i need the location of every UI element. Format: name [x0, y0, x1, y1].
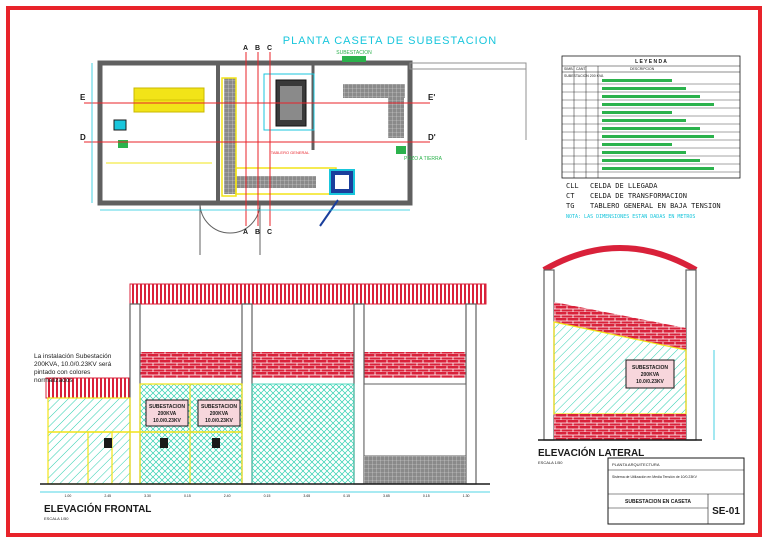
legend-table: L E Y E N D A SIMB. CANT. DESCRIPCION SU…: [561, 55, 741, 220]
legend-row-text: [602, 119, 686, 122]
side-sign: [625, 359, 675, 389]
pozo-note: POZO A TIERRA: [404, 156, 443, 162]
abbr-text-2: CELDA DE TRANSFORMACION: [590, 192, 687, 200]
front-dim-label: 1.30: [463, 494, 470, 498]
front-sign-2-line-3: 10.0/0.23KV: [205, 418, 233, 424]
legend-row-text: [602, 135, 714, 138]
axis-label-a: A: [243, 45, 248, 52]
titleblock-plano: SUBESTACION EN CASETA: [625, 499, 691, 505]
front-sign-1: [145, 399, 189, 427]
front-scale: ESCALA 1/50: [44, 516, 69, 521]
tablero-note: TABLERO GENERAL: [271, 150, 310, 155]
legend-row-text: [602, 103, 714, 106]
front-sign-1-line-1: SUBESTACION: [149, 404, 185, 410]
front-dim-label: 0.15: [184, 494, 191, 498]
front-dim-label: 0.15: [343, 494, 350, 498]
plan-title: PLANTA CASETA DE SUBESTACION: [283, 35, 497, 47]
titleblock-row-1: PLANTA ARQUITECTURA: [612, 462, 660, 467]
side-sign-line-2: 200KVA: [641, 372, 660, 378]
abbr-code-1: CLL: [566, 182, 579, 190]
side-caption: ELEVACIÓN LATERAL: [538, 446, 644, 459]
front-dim-label: 1.00: [65, 494, 72, 498]
front-dim-label: 0.15: [264, 494, 271, 498]
title-block: PLANTA ARQUITECTURA Sistema de Utilizaci…: [607, 457, 745, 525]
front-brick-band: [140, 352, 476, 378]
front-note-line-2: 200KVA, 10.0/0.23KV será: [34, 361, 112, 368]
legend-row-text: [602, 167, 714, 170]
legend-header-cant: CANT.: [576, 67, 586, 71]
front-note-line-3: pintado con colores: [34, 369, 91, 376]
legend-row-text: [602, 143, 672, 146]
front-sign-2-line-1: SUBESTACION: [201, 404, 237, 410]
titleblock-row-2: Sistema de Utilización en Media Tensión …: [612, 475, 698, 479]
front-caption: ELEVACIÓN FRONTAL: [44, 502, 151, 515]
abbr-code-3: TG: [566, 202, 574, 210]
axis-label-b: B: [255, 45, 260, 52]
abbr-text-1: CELDA DE LLEGADA: [590, 182, 658, 190]
legend-row-text: [602, 151, 686, 154]
side-sign-line-1: SUBESTACION: [632, 365, 668, 371]
legend-row-text: [602, 127, 700, 130]
legend-row-text: [602, 79, 672, 82]
legend-note: NOTA: LAS DIMENSIONES ESTAN DADAS EN MET…: [566, 214, 695, 220]
front-dim-label: 3.65: [303, 494, 310, 498]
front-roof: [129, 283, 487, 305]
abbr-text-3: TABLERO GENERAL EN BAJA TENSION: [590, 202, 721, 210]
axis-label-e-prime: E': [428, 93, 435, 102]
front-elevation: SUBESTACION 200KVA 10.0/0.23KV SUBESTACI…: [34, 283, 490, 521]
axis-label-d: D: [80, 133, 86, 142]
front-sign-2-line-2: 200KVA: [210, 411, 229, 417]
front-dim-label: 3.65: [383, 494, 390, 498]
axis-label-c: C: [267, 45, 272, 52]
side-sign-line-3: 10.0/0.23KV: [636, 379, 664, 385]
legend-group: SUBESTACION 200 KVA: [564, 74, 604, 78]
sheet-code: SE-01: [712, 506, 740, 517]
side-elevation: SUBESTACION 200KVA 10.0/0.23KV ELEVACIÓN…: [538, 245, 715, 465]
front-dim-label: 2.45: [104, 494, 111, 498]
front-note-line-4: normalizados: [34, 377, 73, 384]
legend-row-text: [602, 111, 672, 114]
legend-row-text: [602, 159, 700, 162]
front-dim-label: 2.40: [224, 494, 231, 498]
plan-outer-wall: [97, 60, 413, 206]
axis-label-d-prime: D': [428, 133, 436, 142]
legend-abbreviations: CLL CELDA DE LLEGADA CT CELDA DE TRANSFO…: [566, 182, 721, 220]
plan-cell-box: [329, 169, 355, 195]
legend-row-text: [602, 87, 686, 90]
legend-row-text: [602, 95, 700, 98]
abbr-code-2: CT: [566, 192, 575, 200]
front-sign-1-line-2: 200KVA: [158, 411, 177, 417]
side-scale: ESCALA 1/50: [538, 460, 563, 465]
legend-title: L E Y E N D A: [635, 59, 667, 65]
front-sign-2: [197, 399, 241, 427]
legend-header-desc: DESCRIPCION: [630, 67, 655, 71]
plan-view: PLANTA CASETA DE SUBESTACION POZO A TIER…: [80, 35, 527, 255]
front-dim-label: 0.15: [423, 494, 430, 498]
side-roof-arch: [542, 245, 698, 273]
legend-header-simbolo: SIMB.: [564, 67, 574, 71]
front-sign-1-line-3: 10.0/0.23KV: [153, 418, 181, 424]
front-dim-label: 3.30: [144, 494, 151, 498]
axis-label-e: E: [80, 93, 86, 102]
cable-trench: [224, 78, 236, 194]
substation-tag: SUBESTACION: [336, 50, 372, 56]
svg-text:C: C: [267, 229, 272, 236]
sheet-border: [6, 6, 762, 537]
front-note-line-1: La instalación Subestación: [34, 353, 112, 360]
svg-text:A: A: [243, 229, 248, 236]
svg-text:B: B: [255, 229, 260, 236]
